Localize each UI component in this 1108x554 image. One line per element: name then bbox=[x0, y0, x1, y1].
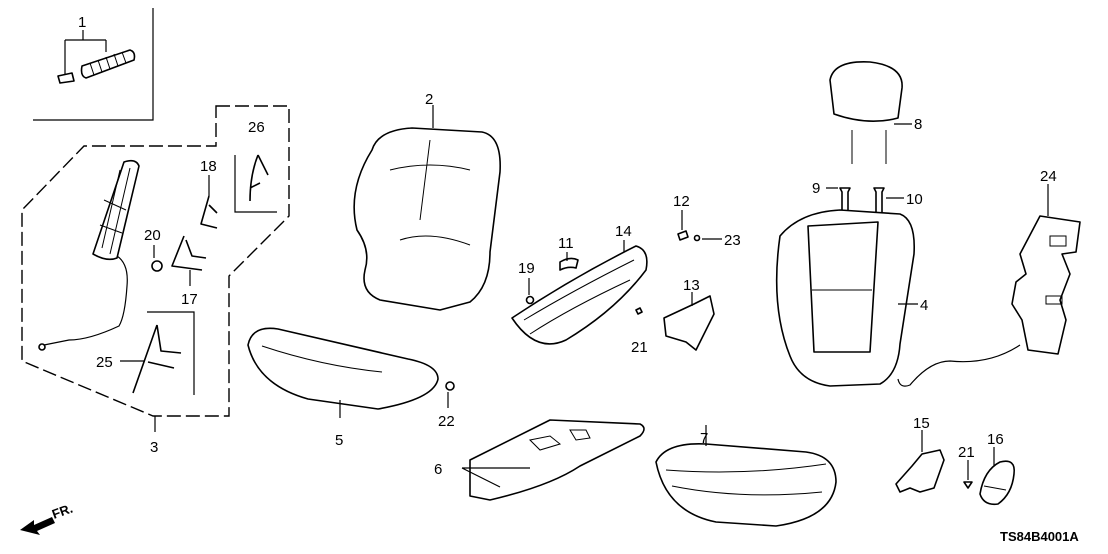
part-9-10-group: 9 10 bbox=[812, 180, 923, 217]
clip bbox=[57, 72, 75, 84]
cover-16 bbox=[979, 460, 1016, 506]
callout-4: 4 bbox=[920, 297, 928, 314]
fr-label: FR. bbox=[50, 501, 75, 522]
part-4-group: 4 bbox=[775, 209, 928, 387]
callout-24: 24 bbox=[1040, 168, 1057, 185]
callout-9: 9 bbox=[812, 180, 820, 197]
bracket-13 bbox=[663, 295, 715, 351]
seat-heater-6 bbox=[469, 419, 645, 501]
part-5-group: 5 bbox=[247, 327, 439, 449]
side-airbag bbox=[92, 159, 140, 261]
screw-19 bbox=[525, 295, 535, 305]
callout-12: 12 bbox=[673, 193, 690, 210]
callout-18: 18 bbox=[200, 158, 217, 175]
nut-20 bbox=[151, 260, 163, 272]
callout-8: 8 bbox=[914, 116, 922, 133]
occupant-sensor-mat bbox=[1011, 215, 1081, 355]
bracket-26 bbox=[249, 154, 269, 202]
callout-26: 26 bbox=[248, 119, 265, 136]
bracket-25 bbox=[132, 324, 182, 394]
part-21a-group: 21 bbox=[631, 307, 648, 356]
diagram-code: TS84B4001A bbox=[1000, 529, 1079, 544]
part-21b-group: 21 bbox=[958, 444, 975, 489]
callout-10: 10 bbox=[906, 191, 923, 208]
callout-25: 25 bbox=[96, 354, 113, 371]
part-16-group: 16 bbox=[979, 431, 1016, 506]
callout-23: 23 bbox=[724, 232, 741, 249]
callout-2: 2 bbox=[425, 91, 433, 108]
part-1-group: 1 bbox=[33, 8, 154, 121]
clip-12 bbox=[677, 230, 689, 241]
callout-3: 3 bbox=[150, 439, 158, 456]
callout-22: 22 bbox=[438, 413, 455, 430]
seat-cushion-pad bbox=[655, 443, 837, 527]
callout-14: 14 bbox=[615, 223, 632, 240]
part-8-group: 8 bbox=[829, 61, 922, 164]
seat-back-cover bbox=[353, 127, 501, 311]
bracket-17 bbox=[171, 235, 207, 271]
headrest bbox=[829, 61, 903, 122]
part-7-group: 7 bbox=[655, 425, 837, 527]
part-22-group: 22 bbox=[438, 381, 455, 430]
front-direction-indicator: FR. bbox=[20, 501, 75, 535]
part-15-group: 15 bbox=[895, 415, 945, 493]
clip-21 bbox=[635, 307, 643, 315]
bracket-18 bbox=[200, 195, 218, 229]
callout-7: 7 bbox=[700, 430, 708, 447]
clip-21b bbox=[963, 481, 973, 489]
callout-11: 11 bbox=[558, 235, 574, 252]
part-2-group: 2 bbox=[353, 91, 501, 311]
callout-17: 17 bbox=[181, 291, 198, 308]
callout-19: 19 bbox=[518, 260, 535, 277]
seat-cushion-cover bbox=[247, 327, 439, 410]
callout-1: 1 bbox=[78, 14, 86, 31]
arrow-icon bbox=[20, 517, 55, 535]
callout-16: 16 bbox=[987, 431, 1004, 448]
part-6-group: 6 bbox=[434, 419, 645, 501]
fastener-22 bbox=[445, 381, 455, 391]
part-14-group: 14 11 19 bbox=[511, 223, 648, 345]
part-12-group: 12 23 bbox=[673, 193, 741, 249]
callout-20: 20 bbox=[144, 227, 161, 244]
callout-13: 13 bbox=[683, 277, 700, 294]
knob-11 bbox=[559, 257, 579, 271]
callout-6: 6 bbox=[434, 461, 442, 478]
callout-5: 5 bbox=[335, 432, 343, 449]
part-13-group: 13 bbox=[663, 277, 715, 351]
bracket-15 bbox=[895, 449, 945, 493]
callout-15: 15 bbox=[913, 415, 930, 432]
callout-21a: 21 bbox=[631, 339, 648, 356]
callout-21b: 21 bbox=[958, 444, 975, 461]
part-3-group: 3 26 18 20 17 25 bbox=[21, 105, 290, 456]
part-24-group: 24 bbox=[897, 168, 1081, 387]
